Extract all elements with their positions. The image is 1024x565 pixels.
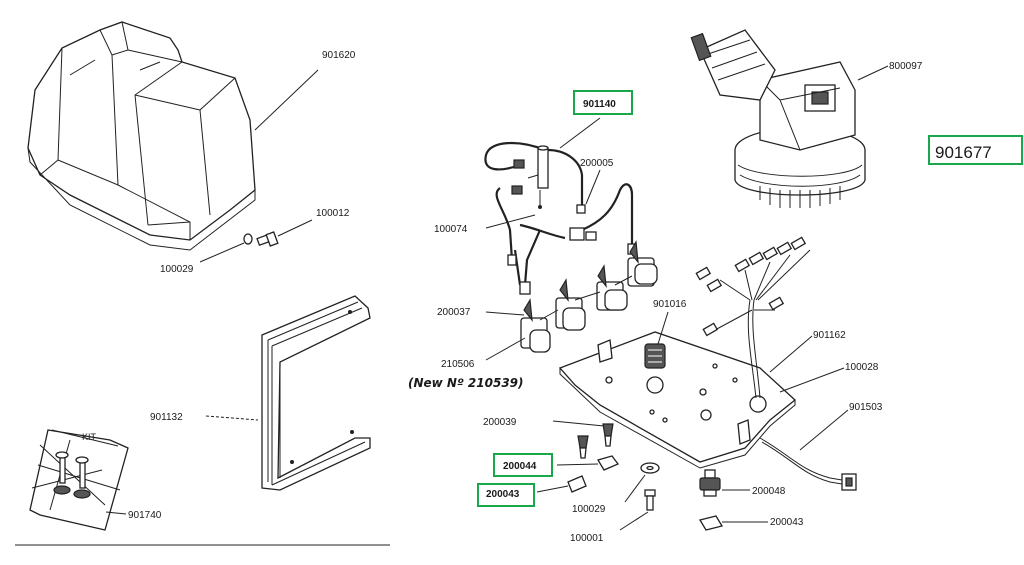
label-100028: 100028 (845, 362, 879, 373)
frame-part (261, 295, 371, 491)
highlight-200044 (493, 453, 553, 477)
wiring-harness (695, 236, 811, 399)
label-200037: 200037 (437, 307, 471, 318)
label-100029-left: 100029 (160, 264, 194, 275)
sensor-200048 (699, 469, 721, 497)
label-901677: 901677 (935, 143, 992, 162)
highlight-901677 (928, 135, 1023, 165)
label-100012: 100012 (316, 208, 350, 219)
cable-901503 (759, 437, 857, 491)
label-800097: 800097 (889, 61, 923, 72)
clip-200043-left (567, 475, 587, 493)
highlight-901140 (573, 90, 633, 115)
label-901132: 901132 (150, 412, 183, 423)
filter-part (644, 343, 666, 369)
label-100001: 100001 (570, 533, 604, 544)
label-901620: 901620 (322, 50, 356, 61)
label-200043-right: 200043 (770, 517, 804, 528)
base-plate (558, 331, 796, 469)
motor-assembly (690, 29, 866, 208)
label-210506: 210506 (441, 359, 475, 370)
label-901140: 901140 (583, 99, 616, 110)
label-200044: 200044 (503, 461, 537, 472)
screw-center (644, 489, 656, 511)
solenoid-valves (520, 240, 658, 353)
label-100074: 100074 (434, 224, 468, 235)
label-901162: 901162 (813, 330, 846, 341)
label-901503: 901503 (849, 402, 883, 413)
fittings (577, 423, 614, 459)
screw-and-washer (243, 231, 279, 247)
highlight-200043-left (477, 483, 535, 507)
label-901016: 901016 (653, 299, 687, 310)
svg-text:KIT: KIT (82, 432, 97, 442)
clip-200044 (597, 455, 620, 471)
clip-200043-right (698, 515, 724, 531)
label-200005: 200005 (580, 158, 614, 169)
tubing-assembly (484, 141, 637, 295)
label-100029-center: 100029 (572, 504, 606, 515)
label-200039: 200039 (483, 417, 517, 428)
label-200048: 200048 (752, 486, 786, 497)
label-901740: 901740 (128, 510, 162, 521)
label-200043-left: 200043 (486, 489, 520, 500)
replacement-note: (New Nº 210539) (408, 376, 524, 390)
hardware-bag: KIT (29, 429, 129, 531)
cover-part (27, 21, 256, 251)
